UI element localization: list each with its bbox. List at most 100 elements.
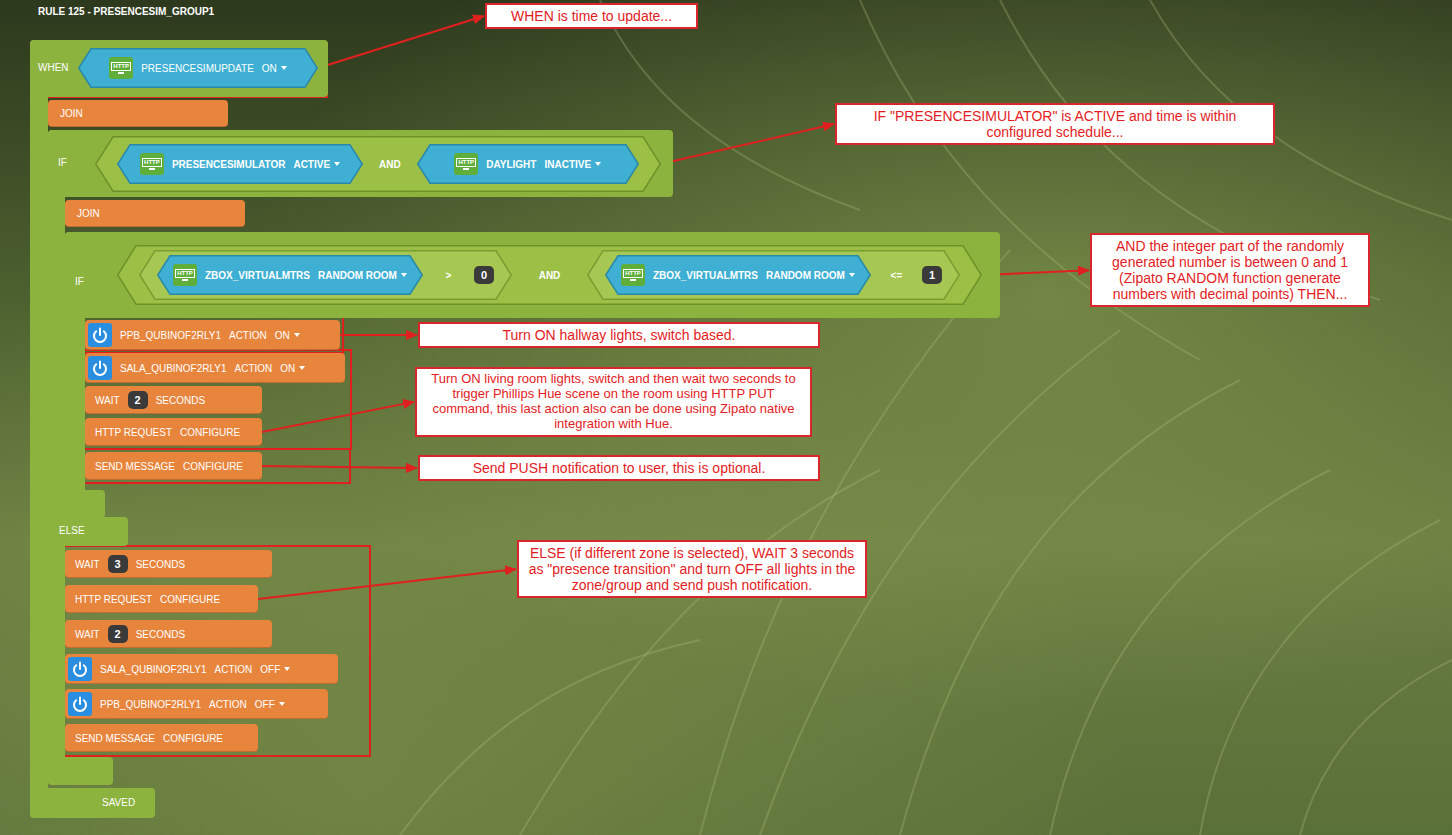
- logic-condition-hex: HTTP ZBOX_VIRTUALMTRS RANDOM ROOM >0 AND HTTP…: [117, 245, 982, 305]
- device-value-hex: HTTPPRESENCESIMULATORACTIVE: [117, 144, 363, 184]
- number-field: 2: [108, 625, 128, 643]
- dropdown-caret: [595, 162, 601, 166]
- highlight-frame: [61, 546, 370, 756]
- block-label: HTTP REQUEST: [75, 594, 152, 605]
- callout-text: WHEN is time to update...: [493, 8, 690, 24]
- monitor-stand: [118, 72, 124, 74]
- block-label: SALA_QUBINOF2RLY1: [120, 363, 227, 374]
- wait-block: WAIT2SECONDS: [85, 386, 262, 414]
- callout-arrow: [262, 466, 417, 468]
- dropdown-caret: [401, 273, 407, 277]
- callout-note: Send PUSH notification to user, this is …: [418, 455, 820, 481]
- highlight-frame: [114, 242, 985, 308]
- block-keyword: WHEN: [38, 61, 69, 75]
- block-label: JOIN: [60, 108, 83, 119]
- icon-caption: HTTP: [456, 158, 476, 167]
- wait-block: WAIT 3 SECONDS: [65, 550, 272, 578]
- block-keyword: IF: [58, 156, 67, 170]
- callout-arrow: [340, 334, 417, 336]
- block-label: 0: [481, 269, 487, 281]
- block-label: WAIT: [75, 629, 100, 640]
- block-label: ACTION: [229, 330, 267, 341]
- highlight-frame: [92, 133, 664, 195]
- dropdown-caret: [849, 273, 855, 277]
- callout-arrow: [661, 124, 834, 164]
- dropdown-value: RANDOM ROOM: [318, 270, 397, 281]
- dropdown-field: RANDOM ROOM: [318, 270, 407, 281]
- block-keyword: SAVED: [102, 796, 135, 810]
- block-label: SALA_QUBINOF2RLY1: [100, 664, 207, 675]
- block-label: SECONDS: [136, 559, 185, 570]
- callout-text: Send PUSH notification to user, this is …: [426, 460, 812, 476]
- power-icon: [68, 657, 92, 681]
- dropdown-caret: [279, 702, 285, 706]
- compare-hex: HTTPZBOX_VIRTUALMTRSRANDOM ROOM<=1: [587, 250, 960, 300]
- highlight-frame: [82, 350, 351, 449]
- dropdown-value: INACTIVE: [544, 159, 591, 170]
- block-label: ZBOX_VIRTUALMTRS: [205, 270, 310, 281]
- dropdown-value: ON: [262, 63, 277, 74]
- icon-caption: HTTP: [175, 269, 195, 278]
- rule-title: RULE 125 - PRESENCESIM_GROUP1: [38, 6, 214, 17]
- compare-hex: HTTP ZBOX_VIRTUALMTRS RANDOM ROOM >0: [139, 250, 512, 300]
- switch-action-block: SALA_QUBINOF2RLY1 ACTION OFF: [65, 654, 338, 684]
- http-icon: HTTP: [454, 153, 478, 175]
- dropdown-field: ON: [275, 330, 300, 341]
- block-label: PPB_QUBINOF2RLY1: [120, 330, 221, 341]
- icon-caption: HTTP: [623, 269, 643, 278]
- http-icon: HTTP: [173, 264, 197, 286]
- block-label: WAIT: [95, 395, 120, 406]
- c-block: WHENSAVEDHTTPPRESENCESIMUPDATEONJOINIFEL…: [30, 40, 328, 818]
- http-icon: HTTP: [621, 264, 645, 286]
- callout-text: Turn ON living room lights, switch and t…: [423, 372, 804, 432]
- dropdown-value: OFF: [255, 699, 275, 710]
- callout-note: ELSE (if different zone is selected), WA…: [517, 540, 867, 598]
- grass-blades: [400, 0, 1452, 835]
- block-label: ZBOX_VIRTUALMTRS: [653, 270, 758, 281]
- callout-note: Turn ON living room lights, switch and t…: [415, 367, 812, 437]
- dropdown-value: OFF: [260, 664, 280, 675]
- block-label: ACTION: [215, 664, 253, 675]
- block-label: PPB_QUBINOF2RLY1: [100, 699, 201, 710]
- switch-action-block: PPB_QUBINOF2RLY1ACTIONOFF: [65, 689, 328, 719]
- monitor-stand: [182, 279, 188, 281]
- dropdown-caret: [334, 162, 340, 166]
- join-block: JOIN: [65, 200, 245, 227]
- block-label: SEND MESSAGE: [95, 461, 175, 472]
- http-icon: HTTP: [140, 153, 164, 175]
- dropdown-caret: [299, 366, 305, 370]
- power-symbol: [88, 323, 112, 347]
- switch-action-block: SALA_QUBINOF2RLY1ACTIONON: [85, 353, 345, 383]
- configure-block: SEND MESSAGE CONFIGURE: [85, 452, 262, 480]
- block-label: 3: [115, 558, 121, 570]
- device-value-hex: HTTP ZBOX_VIRTUALMTRS RANDOM ROOM: [157, 255, 423, 295]
- block-label: PRESENCESIMULATOR: [172, 159, 286, 170]
- block-label: AND: [539, 270, 561, 281]
- callout-note: WHEN is time to update...: [485, 3, 698, 29]
- configure-block: SEND MESSAGECONFIGURE: [65, 724, 258, 752]
- block-label: 2: [135, 394, 141, 406]
- dropdown-field: RANDOM ROOM: [766, 270, 855, 281]
- block-label: HTTP REQUEST: [95, 427, 172, 438]
- dropdown-caret: [284, 667, 290, 671]
- power-icon: [68, 692, 92, 716]
- highlight-frame: [82, 317, 343, 353]
- block-label: >: [446, 270, 452, 281]
- callout-note: IF "PRESENCESIMULATOR" is ACTIVE and tim…: [835, 103, 1275, 145]
- block-label: ACTION: [235, 363, 273, 374]
- wait-block: WAIT2SECONDS: [65, 620, 272, 648]
- monitor-stand: [630, 279, 636, 281]
- block-label: PRESENCESIMUPDATE: [141, 63, 254, 74]
- callout-note: AND the integer part of the randomly gen…: [1090, 233, 1370, 307]
- block-label: <=: [891, 270, 903, 281]
- block-label: CONFIGURE: [183, 461, 243, 472]
- block-label: SEND MESSAGE: [75, 733, 155, 744]
- block-label: WAIT: [75, 559, 100, 570]
- dropdown-field: OFF: [260, 664, 290, 675]
- dropdown-caret: [294, 333, 300, 337]
- number-field: 3: [108, 555, 128, 573]
- dropdown-field: OFF: [255, 699, 285, 710]
- callout-text: Turn ON hallway lights, switch based.: [426, 327, 812, 343]
- logic-condition-hex: HTTPPRESENCESIMULATORACTIVEANDHTTPDAYLIG…: [95, 136, 661, 192]
- callout-text: AND the integer part of the randomly gen…: [1098, 238, 1362, 302]
